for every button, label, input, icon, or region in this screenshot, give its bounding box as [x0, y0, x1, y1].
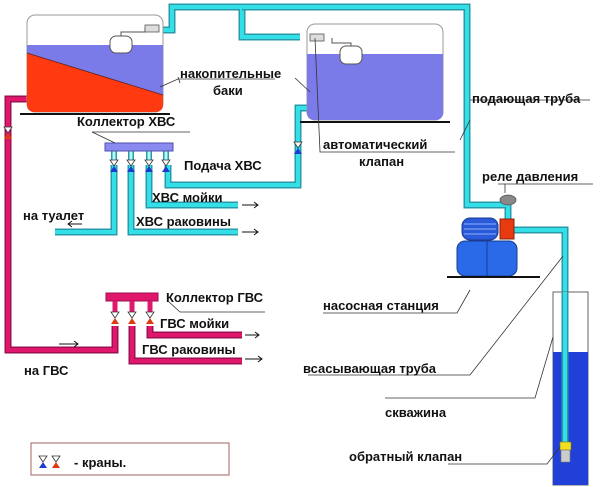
relay-box [499, 218, 515, 240]
float-icon [109, 35, 133, 54]
to-hot-label: на ГВС [24, 363, 69, 378]
valve-icon[interactable] [127, 311, 137, 324]
tank1-feed-pipe [163, 3, 300, 41]
filter-icon [560, 449, 571, 463]
storage-tank-1 [20, 14, 170, 115]
hot-valves [3, 126, 155, 324]
auto-valve-label-2: клапан [359, 154, 404, 169]
valve-icon[interactable] [161, 159, 171, 172]
legend-text: - краны. [74, 455, 126, 470]
valve-icon[interactable] [126, 159, 136, 172]
arrow-icon [242, 201, 259, 209]
valve-icon[interactable] [3, 126, 13, 139]
valve-icon[interactable] [144, 159, 154, 172]
storage-tank-2 [300, 23, 450, 123]
pump-station-label: насосная станция [323, 298, 439, 313]
valve-icon[interactable] [109, 159, 119, 172]
well-label: скважина [385, 405, 447, 420]
auto-valve-label: автоматический [323, 137, 427, 152]
valve-icon[interactable] [293, 141, 303, 154]
hot-collector-label: Коллектор ГВС [166, 290, 264, 305]
toilet-label: на туалет [23, 208, 84, 223]
pressure-relay-label: реле давления [482, 169, 578, 184]
arrow-icon [245, 331, 260, 339]
cold-supply-label: Подача ХВС [184, 158, 262, 173]
supply-pipe-label: подающая труба [472, 91, 581, 106]
valve-icon[interactable] [145, 311, 155, 324]
hot-sink-label: ГВС раковины [142, 342, 236, 357]
arrow-icon [67, 220, 82, 228]
cold-collector-label: Коллектор ХВС [77, 114, 176, 129]
valve-icon[interactable] [110, 311, 120, 324]
storage-tanks-label: накопительные [180, 66, 281, 81]
flow-arrows [59, 201, 263, 363]
tank2-outlet-pipe [164, 104, 313, 189]
hot-pipes [4, 95, 242, 365]
well [552, 291, 589, 486]
storage-tanks-label-2: баки [213, 83, 243, 98]
cold-pipes [55, 3, 569, 440]
hot-collector [105, 292, 159, 302]
check-valve-icon [559, 441, 572, 451]
labels: накопительные баки Коллектор ХВС Подача … [23, 66, 581, 464]
float-icon [339, 45, 363, 65]
arrow-icon [242, 228, 259, 236]
cold-kitchen-label: ХВС мойки [152, 190, 222, 205]
check-valve-label: обратный клапан [349, 449, 462, 464]
valve-icon [51, 455, 61, 468]
pressure-relay-icon [499, 194, 517, 206]
cold-sink-label: ХВС раковины [136, 214, 231, 229]
valve-icon [38, 455, 48, 468]
arrow-icon [245, 355, 263, 363]
hot-main-pipe [4, 95, 119, 354]
arrow-icon [59, 340, 79, 348]
hot-kitchen-label: ГВС мойки [160, 316, 229, 331]
cold-valves [109, 141, 303, 172]
pump-station [447, 194, 540, 278]
cold-collector [104, 142, 174, 152]
leader-lines [91, 37, 593, 465]
suction-pipe-label: всасывающая труба [303, 361, 437, 376]
legend: - краны. [30, 442, 230, 476]
